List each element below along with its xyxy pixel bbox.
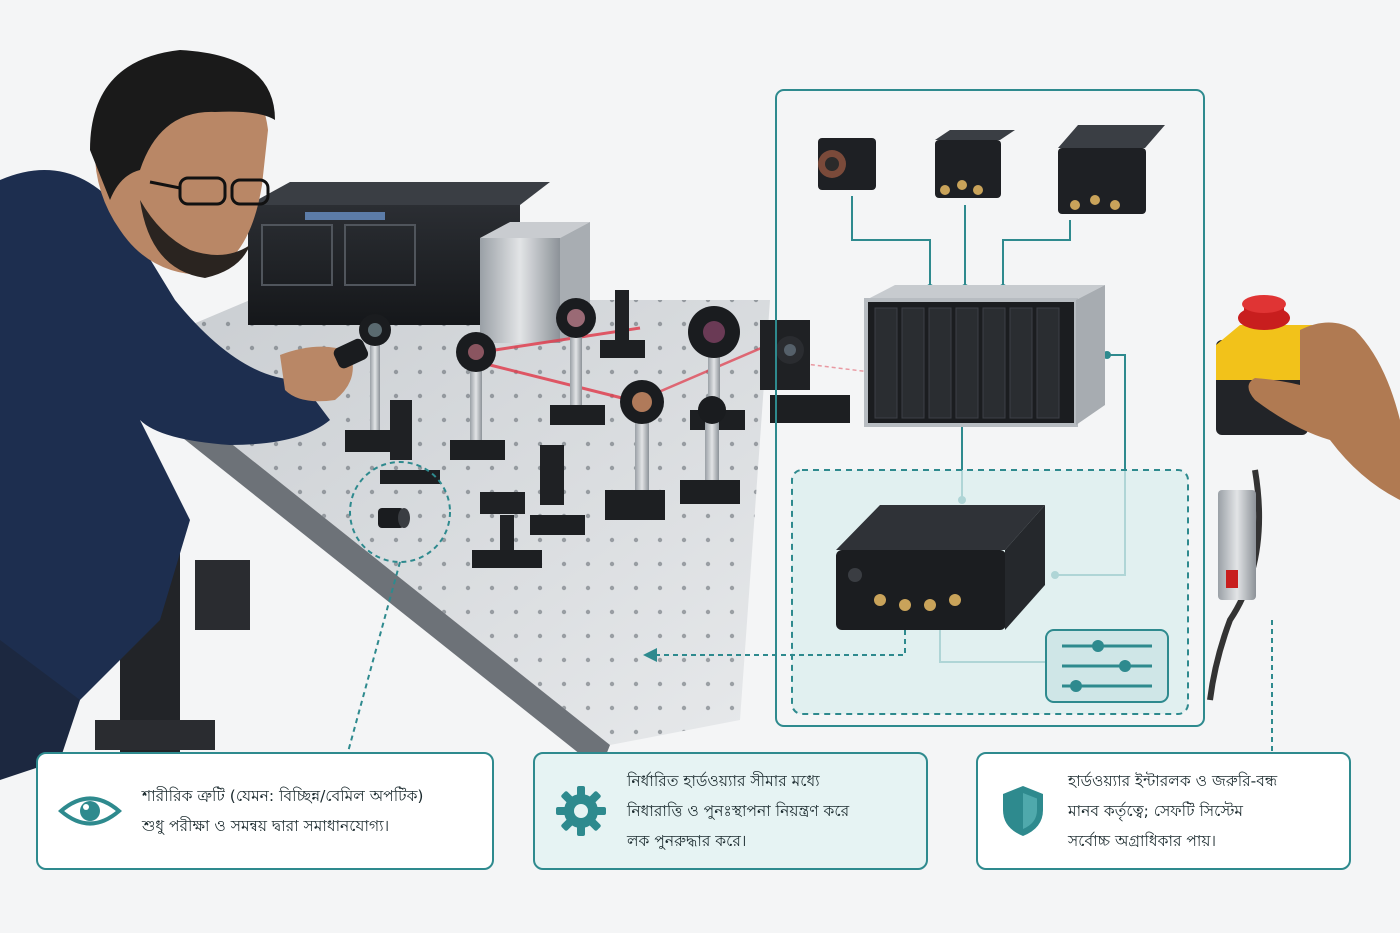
detector-device-2 [1058,125,1165,214]
card-3-line-1: হার্ডওয়্যার ইন্টারলক ও জরুরি-বন্ধ [1068,772,1278,790]
optics-mount-2 [450,332,505,460]
camera-device [818,138,876,190]
card-auto-recovery: নির্ধারিত হার্ডওয়্যার সীমার মধ্যে নিধার… [533,752,928,870]
optics-mount-6 [605,380,665,520]
inspection-highlight [349,461,451,563]
detector-device-1 [935,130,1015,198]
arrow-head [643,648,657,662]
gear-icon [535,785,627,837]
card-2-line-3: লক পুনরুদ্ধার করে। [627,832,747,850]
card-1-line-2: শুধু পরীক্ষা ও সমন্বয় দ্বারা সমাধানযোগ্… [142,817,390,835]
connector-card-1 [347,561,401,753]
optics-mount-3 [550,298,605,425]
shield-icon [978,784,1068,838]
sliders-icon [1045,629,1169,703]
optics-mount-7 [680,396,740,504]
optics-mount-4 [600,290,645,358]
card-3-line-3: সর্বোচ্চ অগ্রাধিকার পায়। [1068,832,1217,850]
card-physical-fault: শারীরিক ত্রুটি (যেমন: বিচ্ছিন্ন/বেমিল অপ… [36,752,494,870]
card-1-line-1: শারীরিক ত্রুটি (যেমন: বিচ্ছিন্ন/বেমিল অপ… [142,787,424,805]
controller-rack [864,285,1105,427]
optics-mount-9 [380,400,440,484]
eye-icon [38,790,142,832]
edge-controller-box [836,505,1045,630]
card-2-line-2: নিধারাত্তি ও পুনঃস্থাপনা নিয়ন্ত্রণ করে [627,802,850,820]
optics-mount-8 [760,320,850,423]
scientist [0,50,369,780]
emergency-stop [1207,295,1312,701]
card-2-line-1: নির্ধারিত হার্ডওয়্যার সীমার মধ্যে [627,772,820,790]
card-3-line-2: মানব কর্তৃত্বে; সেফটি সিস্টেম [1068,802,1244,820]
laser-source [248,182,590,343]
operator-hand [1248,322,1400,500]
controller-to-table-arrow [655,630,906,656]
monitoring-panel [775,89,1205,727]
card-safety-interlock: হার্ডওয়্যার ইন্টারলক ও জরুরি-বন্ধ মানব … [976,752,1351,870]
optics-mount-5 [688,306,745,430]
optics-mount-10 [472,445,585,568]
